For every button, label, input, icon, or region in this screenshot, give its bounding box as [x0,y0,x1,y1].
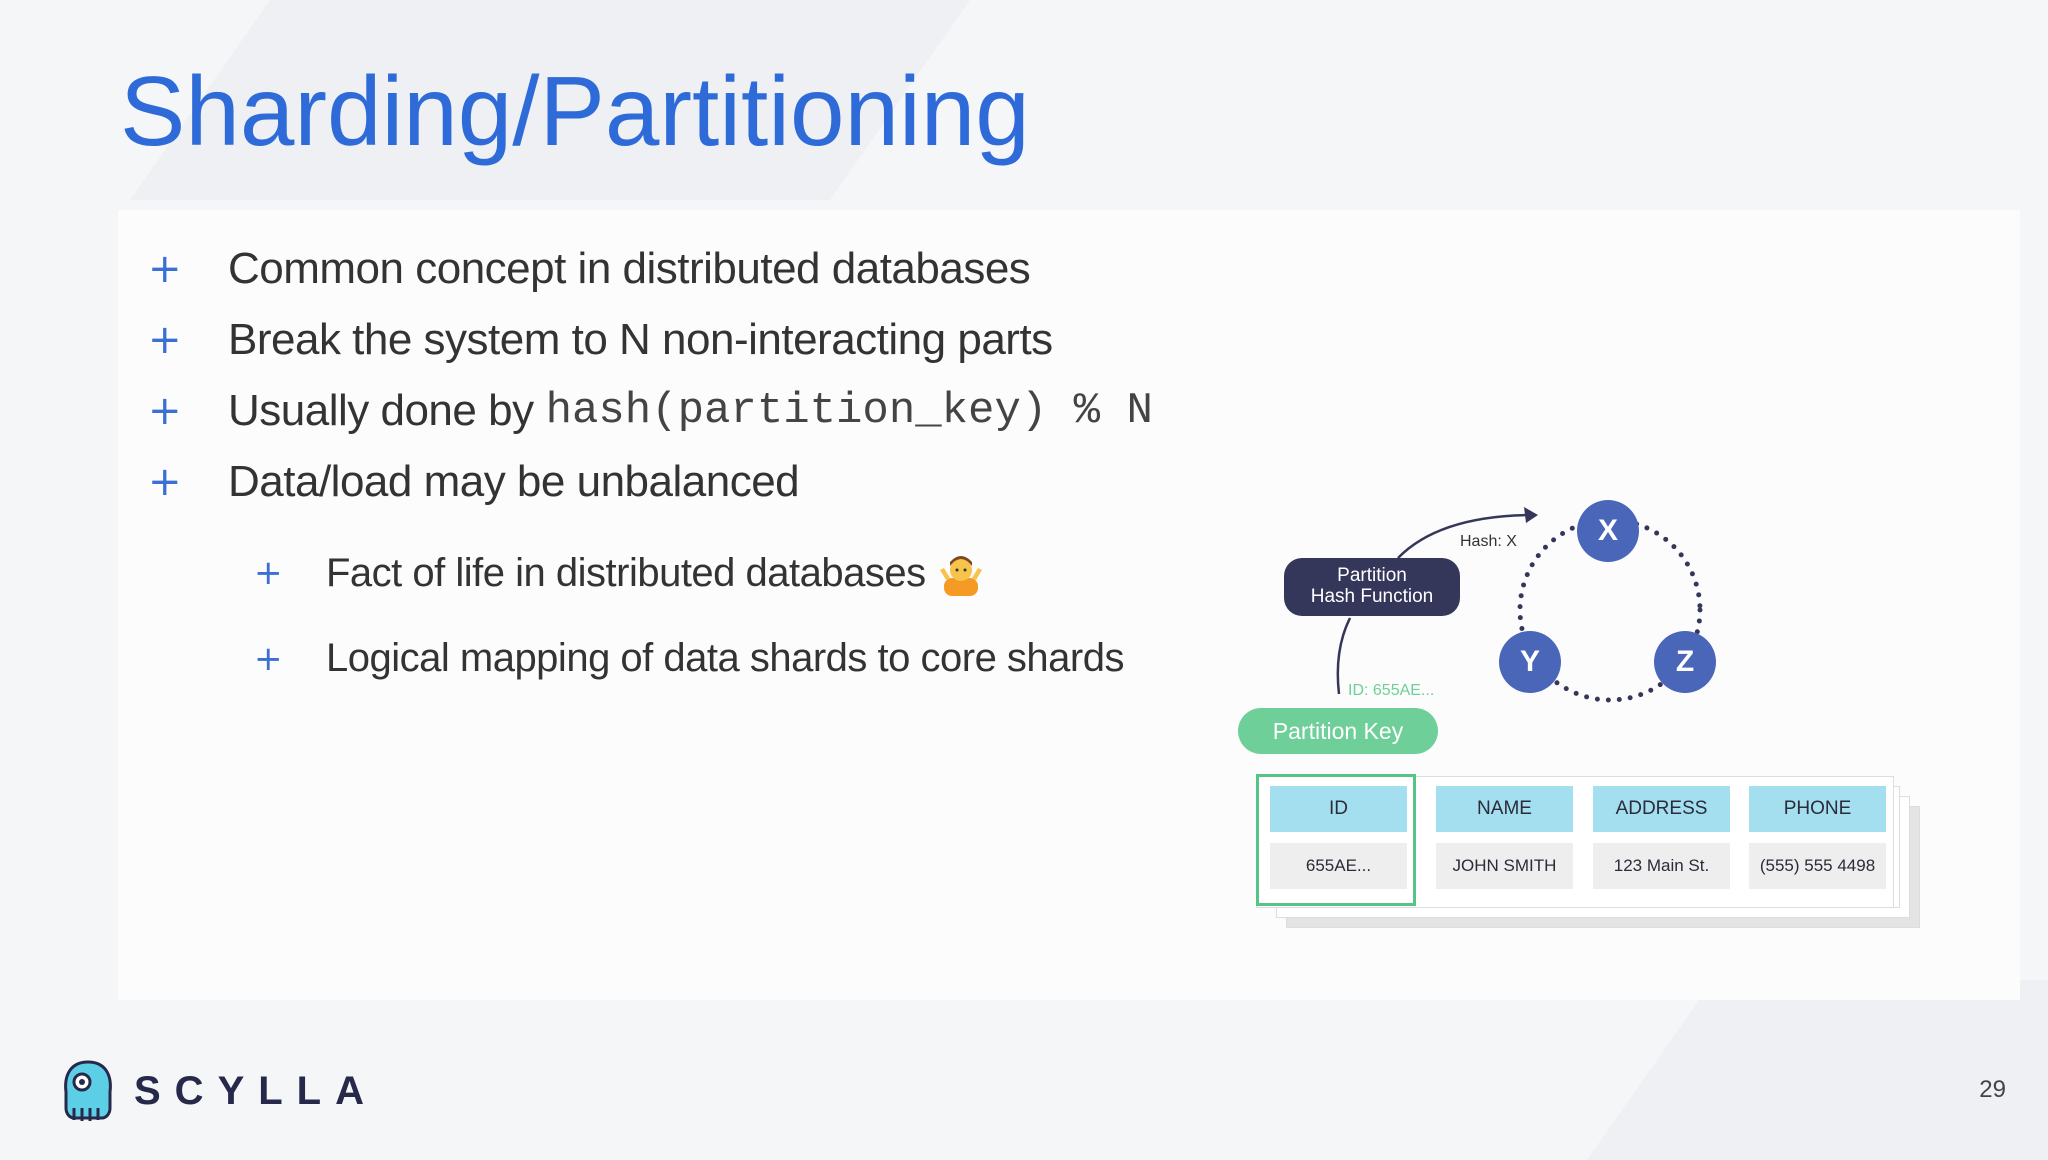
logo-wordmark: SCYLLA [134,1068,378,1113]
bullet-marker: + [148,388,182,434]
scylla-octopus-icon [64,1060,112,1121]
page-number: 29 [1979,1076,2006,1103]
bullet-item: + Usually done by hash(partition_key) % … [148,386,1153,436]
node-z: Z [1654,631,1716,693]
bullet-item: + Common concept in distributed database… [148,244,1031,294]
bullet-item: + Break the system to N non-interacting … [148,315,1053,365]
sub-bullet-item: + Logical mapping of data shards to core… [254,636,1125,681]
table-header-name: NAME [1436,786,1573,832]
sub-bullet-item: + Fact of life in distributed databases [254,550,984,596]
hash-function-line2: Hash Function [1310,586,1434,607]
bullet-text: Usually done by [228,386,534,435]
bullet-text: Break the system to N non-interacting pa… [228,315,1053,364]
sub-bullet-text: Fact of life in distributed databases [326,550,926,595]
partition-key-highlight [1256,774,1416,906]
table-cell-address: 123 Main St. [1593,843,1730,889]
bullet-text: Data/load may be unbalanced [228,457,800,506]
key-to-hash-line [1336,617,1352,695]
table-header-id: ID [1270,786,1407,832]
bullet-item: + Data/load may be unbalanced [148,457,800,507]
id-label: ID: 655AE... [1348,682,1435,699]
bullet-marker: + [254,638,283,679]
hash-code-snippet: hash(partition_key) % N [545,386,1153,436]
table-cell-phone: (555) 555 4498 [1749,843,1886,889]
bullet-marker: + [254,553,283,593]
hash-label: Hash: X [1460,533,1517,550]
partition-hash-function: Partition Hash Function [1284,558,1460,616]
sub-bullet-text: Logical mapping of data shards to core s… [326,636,1125,680]
node-y: Y [1499,631,1561,693]
bullet-marker: + [148,317,182,363]
table-header-phone: PHONE [1749,786,1886,832]
person-shrugging-emoji [939,556,982,596]
hash-to-node-arrow [1397,513,1536,559]
bullet-marker: + [148,459,182,505]
node-x: X [1577,500,1639,562]
slide-title: Sharding/Partitioning [120,56,1030,166]
bullet-text: Common concept in distributed databases [228,244,1031,293]
ring-dotted-circle [1517,517,1703,703]
arrowhead-icon [1524,507,1538,523]
table-cell-name: JOHN SMITH [1436,843,1573,889]
hash-function-line1: Partition [1337,565,1407,587]
scylla-logo: SCYLLA [60,1058,378,1124]
table-cell-id: 655AE... [1270,843,1407,889]
table-header-address: ADDRESS [1593,786,1730,832]
partition-key-label: Partition Key [1238,708,1438,754]
bullet-marker: + [148,246,182,292]
